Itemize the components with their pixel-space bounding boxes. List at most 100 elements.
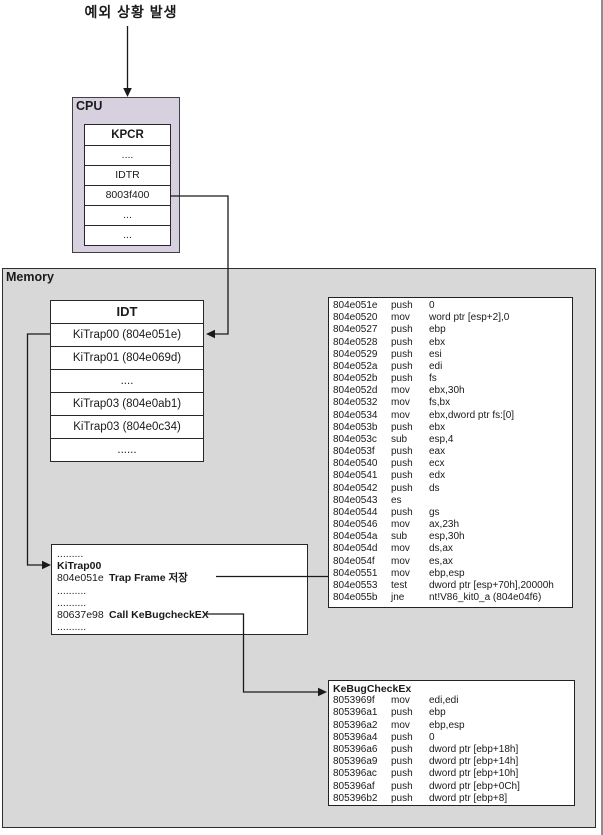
asm-addr: 804e0540 <box>333 458 378 470</box>
asm-op: esp,30h <box>429 531 465 543</box>
asm-mn: mov <box>391 385 410 397</box>
asm-addr: 804e053f <box>333 446 375 458</box>
kitrap00-line-text: .......... <box>57 584 87 597</box>
cpu-register-cell: KPCR <box>111 129 144 141</box>
asm-row: 804e0543 es <box>333 495 572 507</box>
kitrap00-line: .......... <box>57 597 307 609</box>
kitrap00-line-text: .......... <box>57 621 87 634</box>
asm-mn: push <box>391 731 413 743</box>
asm-op: dword ptr [esp+70h],20000h <box>429 579 554 591</box>
asm-op: dword ptr [ebp+14h] <box>429 756 519 768</box>
asm-mn: push <box>391 780 413 792</box>
asm-op: dword ptr [ebp+0Ch] <box>429 780 520 792</box>
asm-mn: push <box>391 336 413 348</box>
cpu-register-cell: ... <box>85 205 170 225</box>
asm-mn: push <box>391 324 413 336</box>
asm-mn: push <box>391 707 413 719</box>
asm-mn: push <box>391 768 413 780</box>
asm-op: ebx,dword ptr fs:[0] <box>429 409 515 421</box>
asm-mn: push <box>391 348 413 360</box>
asm-addr: 805396a9 <box>333 756 378 768</box>
cpu-label: CPU <box>76 99 103 113</box>
cpu-register-cell: .... <box>85 145 170 165</box>
asm-addr: 805396b2 <box>333 792 378 804</box>
asm-op: ax,23h <box>429 519 460 531</box>
idt-table: IDT KiTrap00 (804e051e)KiTrap01 (804e069… <box>50 300 204 462</box>
idt-entry-cell: KiTrap00 (804e051e) <box>51 323 203 346</box>
idt-entry-cell: ...... <box>51 438 203 461</box>
asm-mn: es <box>391 494 402 506</box>
page-right-border <box>601 0 603 835</box>
asm-op: esi <box>429 348 442 360</box>
cpu-register-cell: ... <box>85 225 170 245</box>
asm-op <box>429 495 572 507</box>
asm-addr: 804e054f <box>333 555 375 567</box>
asm-mn: push <box>391 756 413 768</box>
asm-op: ds <box>429 482 440 494</box>
asm-addr: 804e052d <box>333 385 378 397</box>
cpu-register-cell: 8003f400 <box>85 185 170 205</box>
cpu-register-cell: IDTR <box>85 165 170 185</box>
idt-table-header: IDT <box>116 304 138 319</box>
asm-addr: 804e052b <box>333 373 378 385</box>
asm-mn: jne <box>391 592 405 604</box>
asm-addr: 804e0551 <box>333 567 378 579</box>
asm-op: edx <box>429 470 446 482</box>
asm-op: dword ptr [ebp+10h] <box>429 768 519 780</box>
asm-mn: push <box>391 421 413 433</box>
asm-addr: 805396a2 <box>333 719 378 731</box>
asm-op: ebx,30h <box>429 385 465 397</box>
asm-addr: 805396a4 <box>333 731 378 743</box>
asm-op: edi,edi <box>429 695 459 707</box>
kebugcheckex-header: KeBugCheckEx <box>333 683 412 695</box>
asm-addr: 804e0520 <box>333 312 378 324</box>
asm-addr: 804e0542 <box>333 482 378 494</box>
asm-addr: 804e054d <box>333 543 378 555</box>
asm-mn: mov <box>391 543 410 555</box>
asm-addr: 804e0543 <box>333 494 378 506</box>
asm-mn: push <box>391 482 413 494</box>
asm-mn: mov <box>391 312 410 324</box>
asm-row: 804e052d mov ebx,30h <box>333 385 572 397</box>
asm-op: fs,bx <box>429 397 451 409</box>
asm-addr: 804e0546 <box>333 519 378 531</box>
asm-row: 805396a9 push dword ptr [ebp+14h] <box>333 756 574 768</box>
asm-op: es,ax <box>429 555 453 567</box>
asm-addr: 804e0541 <box>333 470 378 482</box>
asm-op: dword ptr [ebp+18h] <box>429 743 519 755</box>
asm-addr: 804e055b <box>333 592 378 604</box>
asm-mn: mov <box>391 719 410 731</box>
asm-op: ecx <box>429 458 445 470</box>
asm-mn: push <box>391 743 413 755</box>
kitrap00-line-text: Call KeBugcheckEX <box>109 608 209 621</box>
asm-op: eax <box>429 446 446 458</box>
idt-entries: KiTrap00 (804e051e)KiTrap01 (804e069d)..… <box>51 323 203 461</box>
asm-addr: 804e052a <box>333 360 378 372</box>
idt-entry-cell: KiTrap03 (804e0ab1) <box>51 392 203 415</box>
asm-op: ebp,esp <box>429 567 465 579</box>
